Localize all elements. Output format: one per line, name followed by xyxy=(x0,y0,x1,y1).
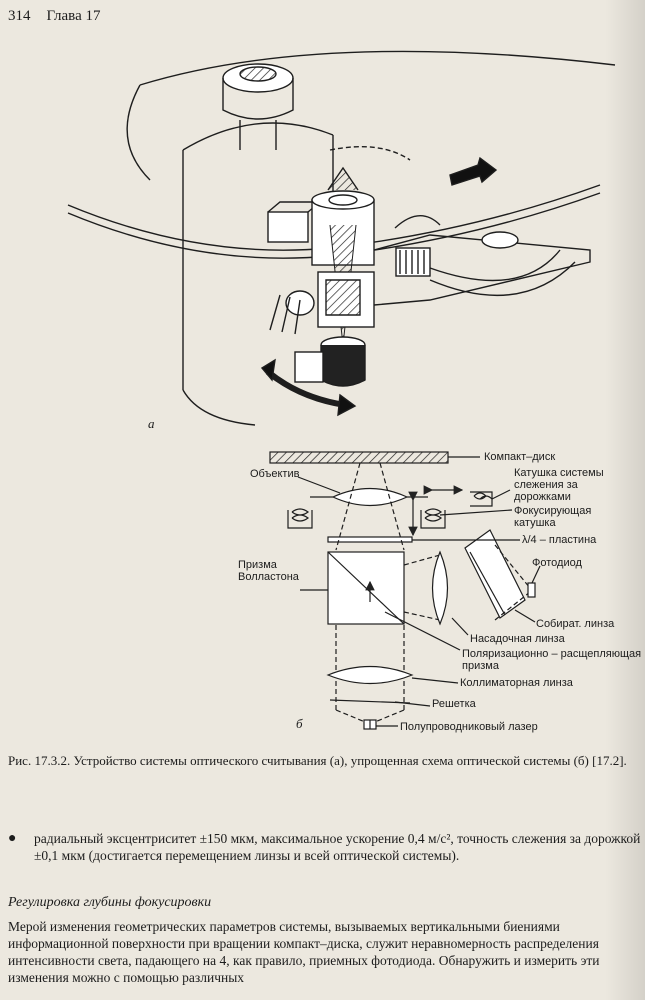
label-tracking-coil-2: слежения за xyxy=(514,479,578,491)
optical-pickup-figure xyxy=(67,50,616,730)
pickup-assembly-drawing xyxy=(67,50,616,426)
label-attachment-lens: Насадочная линза xyxy=(470,633,565,645)
figure-caption: Рис. 17.3.2. Устройство системы оптическ… xyxy=(8,753,627,768)
label-wollaston-prism-2: Волластона xyxy=(238,571,299,583)
subfigure-b: б xyxy=(296,716,303,731)
subfigure-a: а xyxy=(148,416,155,431)
page-edge-shadow xyxy=(605,0,645,1000)
label-tracking-coil-1: Катушка системы xyxy=(514,467,604,479)
page-header: 314 Глава 17 xyxy=(8,8,100,25)
label-laser: Полупроводниковый лазер xyxy=(400,721,538,733)
chapter-title: Глава 17 xyxy=(46,8,101,24)
label-polarizing-prism-2: призма xyxy=(462,660,499,672)
bullet-icon: ● xyxy=(8,831,17,846)
label-photodiode: Фотодиод xyxy=(532,557,582,569)
section-subheading: Регулировка глубины фокусировки xyxy=(8,895,212,910)
label-objective: Объектив xyxy=(250,468,300,480)
bullet-item: ● радиальный эксцентриситет ±150 мкм, ма… xyxy=(8,830,642,864)
optical-schematic xyxy=(269,451,541,730)
label-focusing-coil-2: катушка xyxy=(514,517,556,529)
label-compact-disc: Компакт–диск xyxy=(484,451,556,463)
label-polarizing-prism-1: Поляризационно – расщепляющая xyxy=(462,648,642,660)
label-collimator-lens: Коллиматорная линза xyxy=(460,677,573,689)
body-paragraph: Мерой изменения геометрических параметро… xyxy=(8,919,600,985)
label-grating: Решетка xyxy=(432,698,476,710)
label-quarter-wave-plate: λ/4 – пластина xyxy=(522,534,597,546)
label-collecting-lens: Собират. линза xyxy=(536,618,615,630)
label-wollaston-prism-1: Призма xyxy=(238,559,277,571)
bullet-text: радиальный эксцентриситет ±150 мкм, макс… xyxy=(34,831,641,863)
label-focusing-coil-1: Фокусирующая xyxy=(514,505,592,517)
label-tracking-coil-3: дорожками xyxy=(514,491,571,503)
page-number: 314 xyxy=(8,8,31,24)
